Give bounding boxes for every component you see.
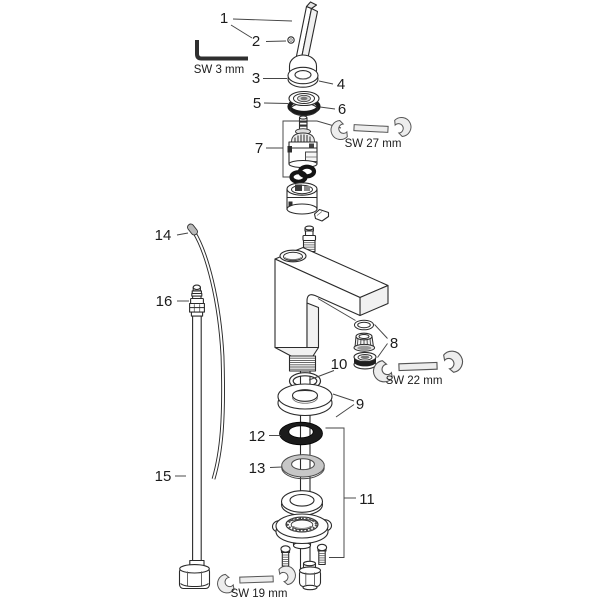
label-part-2: 2 bbox=[252, 33, 260, 50]
label-part-5: 5 bbox=[253, 95, 261, 112]
flange-bolt bbox=[316, 543, 328, 566]
label-part-10: 10 bbox=[331, 356, 348, 373]
mounting-flange bbox=[271, 513, 333, 550]
handle-washer bbox=[287, 66, 319, 88]
cartridge bbox=[287, 115, 318, 184]
escutcheon-base bbox=[277, 383, 333, 417]
label-part-1: 1 bbox=[220, 10, 228, 27]
allen-key bbox=[195, 40, 248, 61]
label-part-3: 3 bbox=[252, 70, 260, 87]
label-part-8: 8 bbox=[390, 335, 398, 352]
label-part-15: 15 bbox=[155, 468, 172, 485]
label-sw22: SW 22 mm bbox=[386, 375, 443, 387]
wrench-sw27 bbox=[327, 113, 415, 144]
cartridge-cap bbox=[287, 90, 321, 116]
wrench-sw19 bbox=[213, 562, 300, 597]
label-part-14: 14 bbox=[155, 227, 172, 244]
body-top-stud bbox=[302, 225, 317, 253]
flange-bolt bbox=[280, 545, 291, 567]
retainer-clip bbox=[313, 208, 330, 222]
label-sw3: SW 3 mm bbox=[194, 64, 244, 76]
connection-hose bbox=[178, 284, 211, 590]
label-part-7: 7 bbox=[255, 140, 263, 157]
friction-washer bbox=[281, 454, 325, 480]
hose-nut bbox=[178, 559, 211, 590]
label-part-12: 12 bbox=[249, 428, 266, 445]
pop-up-rod bbox=[187, 223, 225, 480]
label-sw19: SW 19 mm bbox=[231, 588, 288, 600]
cartridge-o-ring bbox=[289, 170, 308, 184]
label-part-16: 16 bbox=[156, 293, 173, 310]
hose-connector bbox=[189, 284, 205, 317]
bracket-part11 bbox=[325, 427, 345, 558]
aerator-set bbox=[353, 319, 377, 370]
label-part-11: 11 bbox=[359, 491, 375, 508]
label-part-6: 6 bbox=[338, 101, 346, 118]
shank-nut bbox=[298, 560, 322, 591]
grub-screw bbox=[287, 36, 295, 44]
cartridge-housing bbox=[286, 182, 330, 222]
leader-aerator bbox=[317, 298, 356, 321]
label-sw27: SW 27 mm bbox=[345, 138, 402, 150]
wrench-sw22 bbox=[369, 346, 467, 387]
label-part-4: 4 bbox=[337, 76, 345, 93]
seal-ring bbox=[279, 421, 323, 446]
leader-lines bbox=[175, 18, 388, 558]
label-part-13: 13 bbox=[249, 460, 266, 477]
label-part-9: 9 bbox=[356, 396, 364, 413]
fixation-washer bbox=[280, 490, 324, 516]
